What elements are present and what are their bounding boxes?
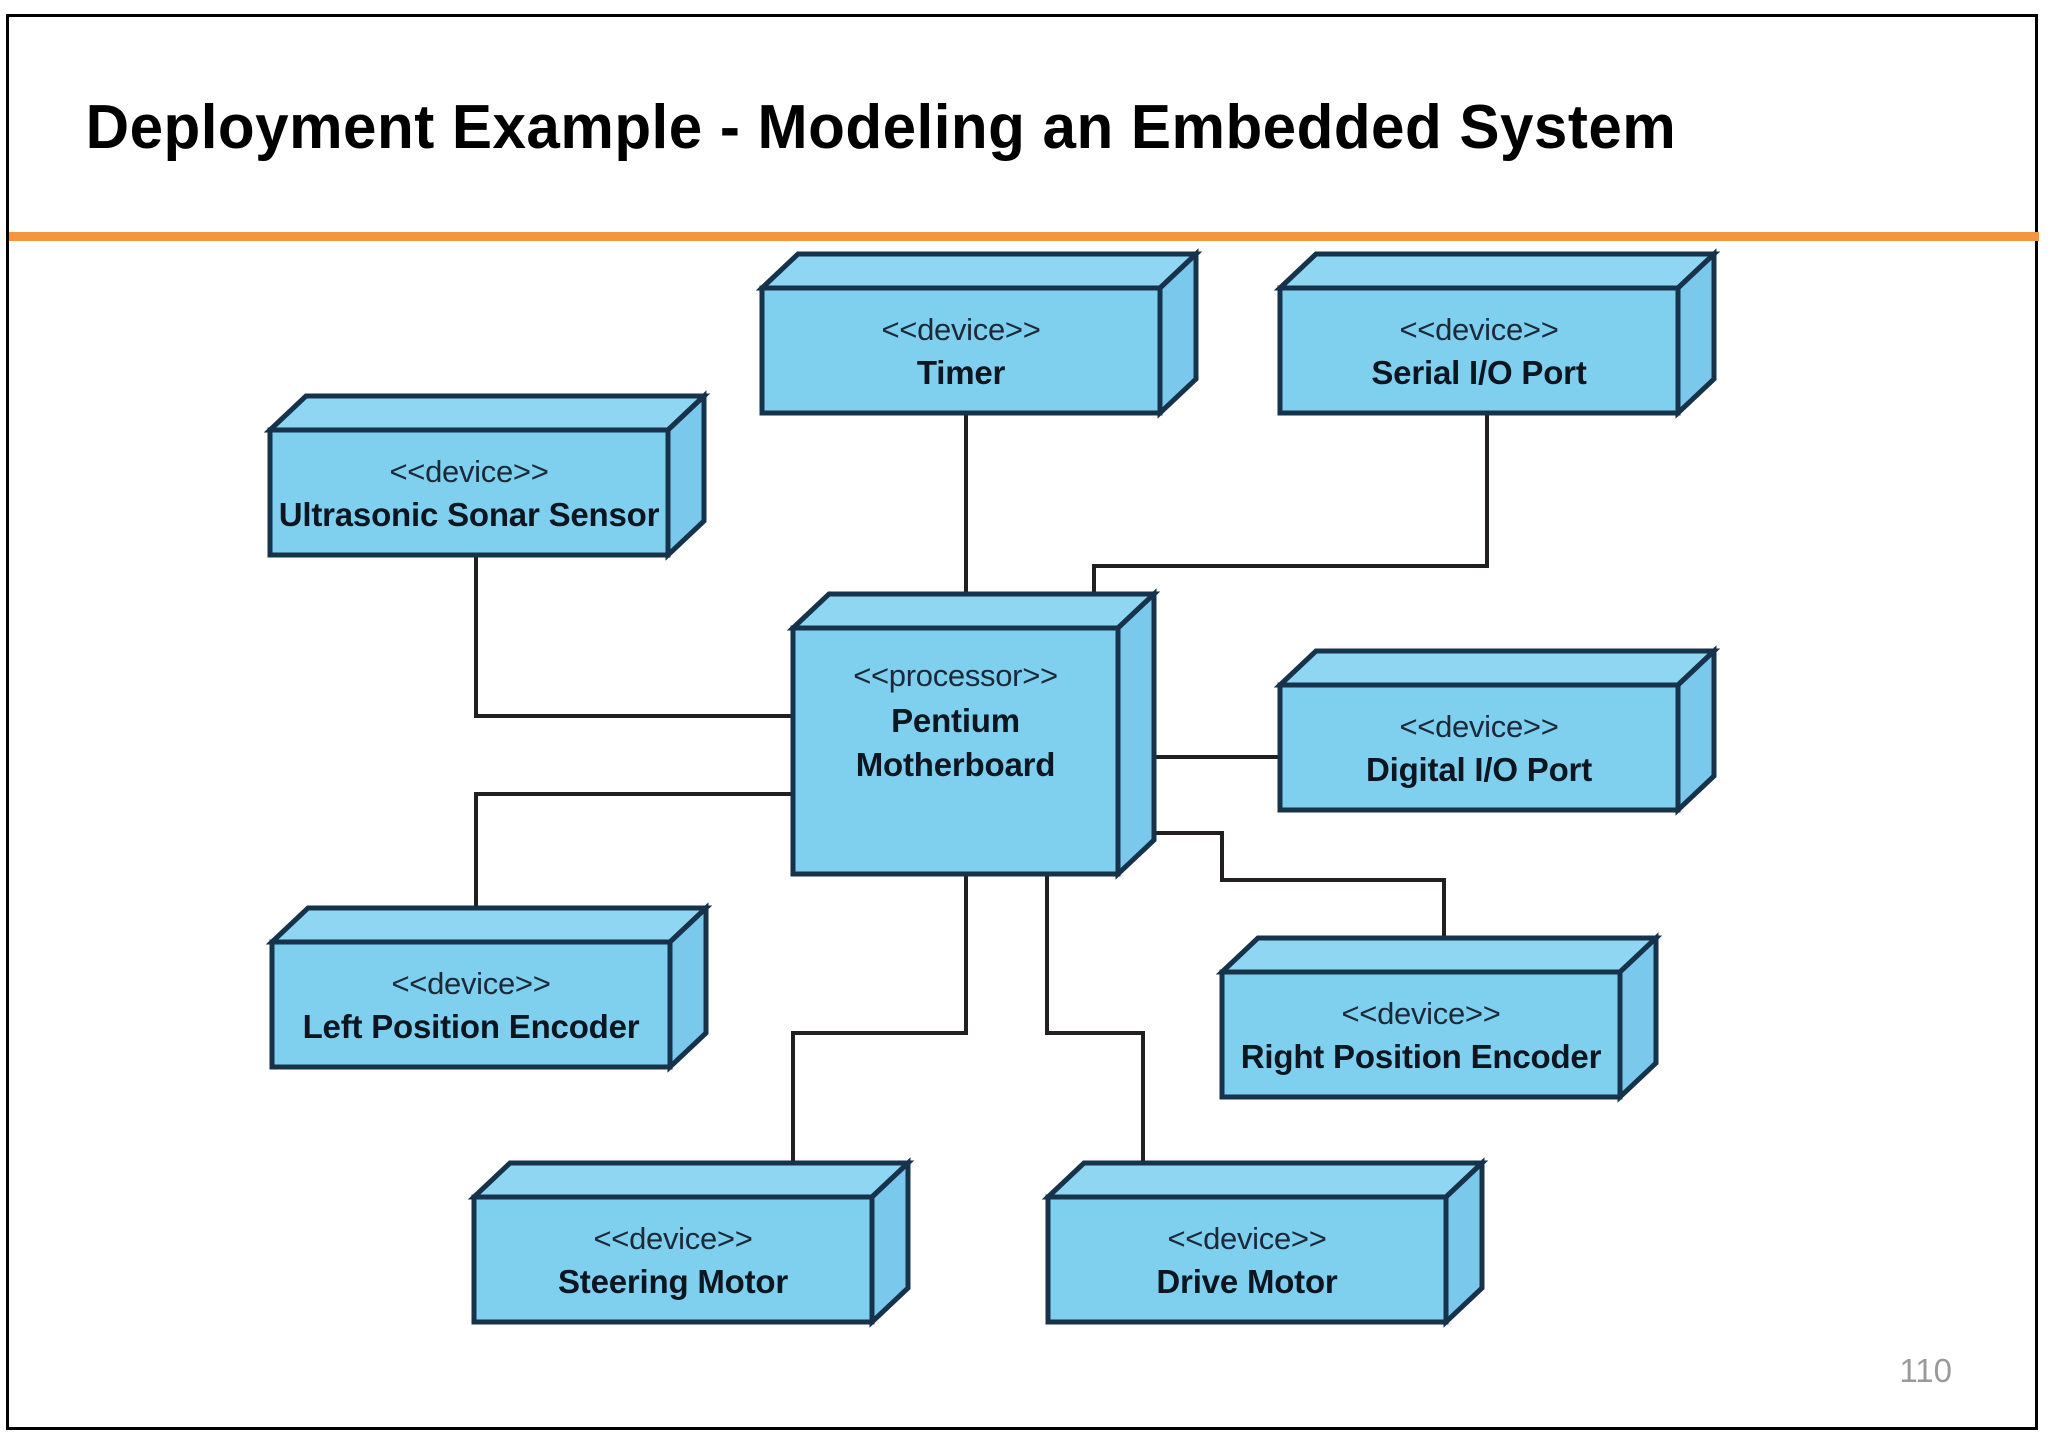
node-name-line-1: Pentium <box>891 702 1020 739</box>
node-stereotype: <<device>> <box>593 1221 752 1256</box>
node-top-face <box>1273 648 1721 688</box>
node-steering-motor[interactable]: <<device>> Steering Motor <box>467 1157 915 1328</box>
node-stereotype: <<device>> <box>391 966 550 1001</box>
node-front-face <box>1277 285 1681 416</box>
node-top-face <box>263 393 711 433</box>
node-name: Left Position Encoder <box>303 1008 640 1045</box>
node-name: Steering Motor <box>558 1263 788 1300</box>
node-top-face <box>1273 251 1721 291</box>
node-top-face <box>755 251 1203 291</box>
node-right-position-encoder[interactable]: <<device>> Right Position Encoder <box>1215 932 1663 1103</box>
node-timer[interactable]: <<device>> Timer <box>755 248 1203 419</box>
node-front-face <box>1277 682 1681 813</box>
node-digital-io-port[interactable]: <<device>> Digital I/O Port <box>1273 645 1721 816</box>
node-left-position-encoder[interactable]: <<device>> Left Position Encoder <box>265 902 713 1073</box>
node-stereotype: <<device>> <box>389 454 548 489</box>
node-front-face <box>1219 969 1623 1100</box>
node-top-face <box>786 591 1161 631</box>
node-name: Serial I/O Port <box>1371 354 1586 391</box>
node-stereotype: <<device>> <box>1341 996 1500 1031</box>
node-name: Right Position Encoder <box>1241 1038 1602 1075</box>
node-layer: <<device>> Timer <<device>> Serial I/O Port… <box>263 248 1721 1328</box>
page-title: Deployment Example - Modeling an Embedde… <box>85 92 1677 162</box>
node-name: Ultrasonic Sonar Sensor <box>279 496 660 533</box>
node-top-face <box>1215 935 1663 975</box>
node-drive-motor[interactable]: <<device>> Drive Motor <box>1041 1157 1489 1328</box>
node-stereotype: <<device>> <box>1399 709 1558 744</box>
slide-title-bar: Deployment Example - Modeling an Embedde… <box>10 18 2034 236</box>
node-front-face <box>471 1194 875 1325</box>
node-name: Digital I/O Port <box>1366 751 1592 788</box>
node-top-face <box>265 905 713 945</box>
connector-ultrasonic-sonar-sensor-to-motherboard <box>474 555 793 718</box>
node-ultrasonic-sonar-sensor[interactable]: <<device>> Ultrasonic Sonar Sensor <box>263 390 711 561</box>
title-divider-rule <box>9 232 2039 241</box>
page-number: 110 <box>1899 1352 1952 1389</box>
connector-motherboard-to-right-position-encoder <box>1118 831 1446 972</box>
node-top-face <box>1041 1160 1489 1200</box>
connector-motherboard-to-steering-motor <box>791 874 968 1197</box>
connector-motherboard-to-left-position-encoder <box>474 792 793 942</box>
node-front-face <box>790 625 1121 877</box>
connector-motherboard-to-drive-motor <box>1045 874 1145 1197</box>
node-serial-io-port[interactable]: <<device>> Serial I/O Port <box>1273 248 1721 419</box>
node-side-face <box>1115 588 1157 880</box>
node-front-face <box>269 939 673 1070</box>
node-front-face <box>267 427 671 558</box>
node-name: Timer <box>917 354 1006 391</box>
node-top-face <box>467 1160 915 1200</box>
node-front-face <box>1045 1194 1449 1325</box>
node-stereotype: <<processor>> <box>853 658 1058 693</box>
node-name: Drive Motor <box>1156 1263 1338 1300</box>
node-stereotype: <<device>> <box>1167 1221 1326 1256</box>
node-name-line-2: Motherboard <box>856 746 1055 783</box>
node-front-face <box>759 285 1163 416</box>
node-stereotype: <<device>> <box>881 312 1040 347</box>
node-stereotype: <<device>> <box>1399 312 1558 347</box>
